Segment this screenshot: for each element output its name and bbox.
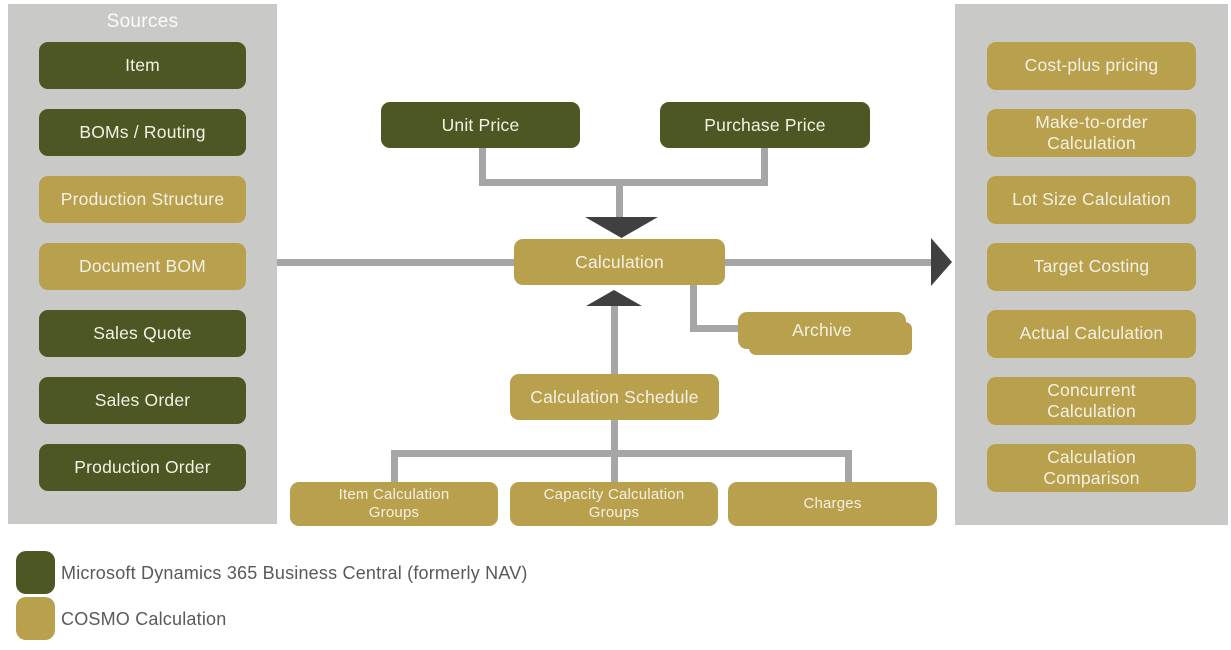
legend-swatch-cosmo [16,597,55,640]
connector-capacity-groups-drop [611,450,618,482]
node-make-to-order-calculation: Make-to-order Calculation [987,109,1196,157]
node-purchase-price: Purchase Price [660,102,870,148]
node-charges: Charges [728,482,937,526]
node-actual-calculation: Actual Calculation [987,310,1196,358]
connector-purchase-price-down [761,148,768,186]
legend-swatch-dynamics [16,551,55,594]
node-item-calculation-groups: Item Calculation Groups [290,482,498,526]
connector-unit-price-down [479,148,486,186]
arrow-right-icon [931,238,952,286]
connector-merge-to-calculation [616,186,623,220]
node-calculation-comparison: Calculation Comparison [987,444,1196,492]
sources-panel-body: Item BOMs / Routing Production Structure… [8,42,277,491]
connector-charges-drop [845,450,852,482]
connector-calculation-to-archive-vertical [690,285,697,332]
node-cost-plus-pricing: Cost-plus pricing [987,42,1196,90]
connector-sources-to-calculation [277,259,514,266]
arrow-up-icon [586,290,642,306]
legend-label-cosmo: COSMO Calculation [61,609,227,629]
connector-schedule-to-calculation [611,305,618,374]
node-archive: Archive [738,312,906,349]
connector-calculation-to-archive-horizontal [690,325,740,332]
node-target-costing: Target Costing [987,243,1196,291]
legend-label-dynamics: Microsoft Dynamics 365 Business Central … [61,563,528,583]
outputs-panel: Cost-plus pricing Make-to-order Calculat… [955,4,1228,525]
sources-panel-title: Sources [106,11,179,32]
arrow-down-icon [585,217,658,238]
node-calculation-schedule: Calculation Schedule [510,374,719,420]
node-boms-routing: BOMs / Routing [39,109,246,156]
node-production-order: Production Order [39,444,246,491]
node-item: Item [39,42,246,89]
node-sales-order: Sales Order [39,377,246,424]
outputs-panel-body: Cost-plus pricing Make-to-order Calculat… [955,4,1228,492]
connector-calculation-to-outputs [725,259,931,266]
node-calculation: Calculation [514,239,725,285]
connector-groups-horizontal [391,450,852,457]
connector-schedule-down-stem [611,420,618,450]
node-capacity-calculation-groups: Capacity Calculation Groups [510,482,718,526]
sources-panel: Sources Item BOMs / Routing Production S… [8,4,277,524]
node-lot-size-calculation: Lot Size Calculation [987,176,1196,224]
connector-item-groups-drop [391,450,398,482]
node-concurrent-calculation: Concurrent Calculation [987,377,1196,425]
node-document-bom: Document BOM [39,243,246,290]
connector-price-merge [479,179,768,186]
node-production-structure: Production Structure [39,176,246,223]
node-sales-quote: Sales Quote [39,310,246,357]
node-unit-price: Unit Price [381,102,580,148]
